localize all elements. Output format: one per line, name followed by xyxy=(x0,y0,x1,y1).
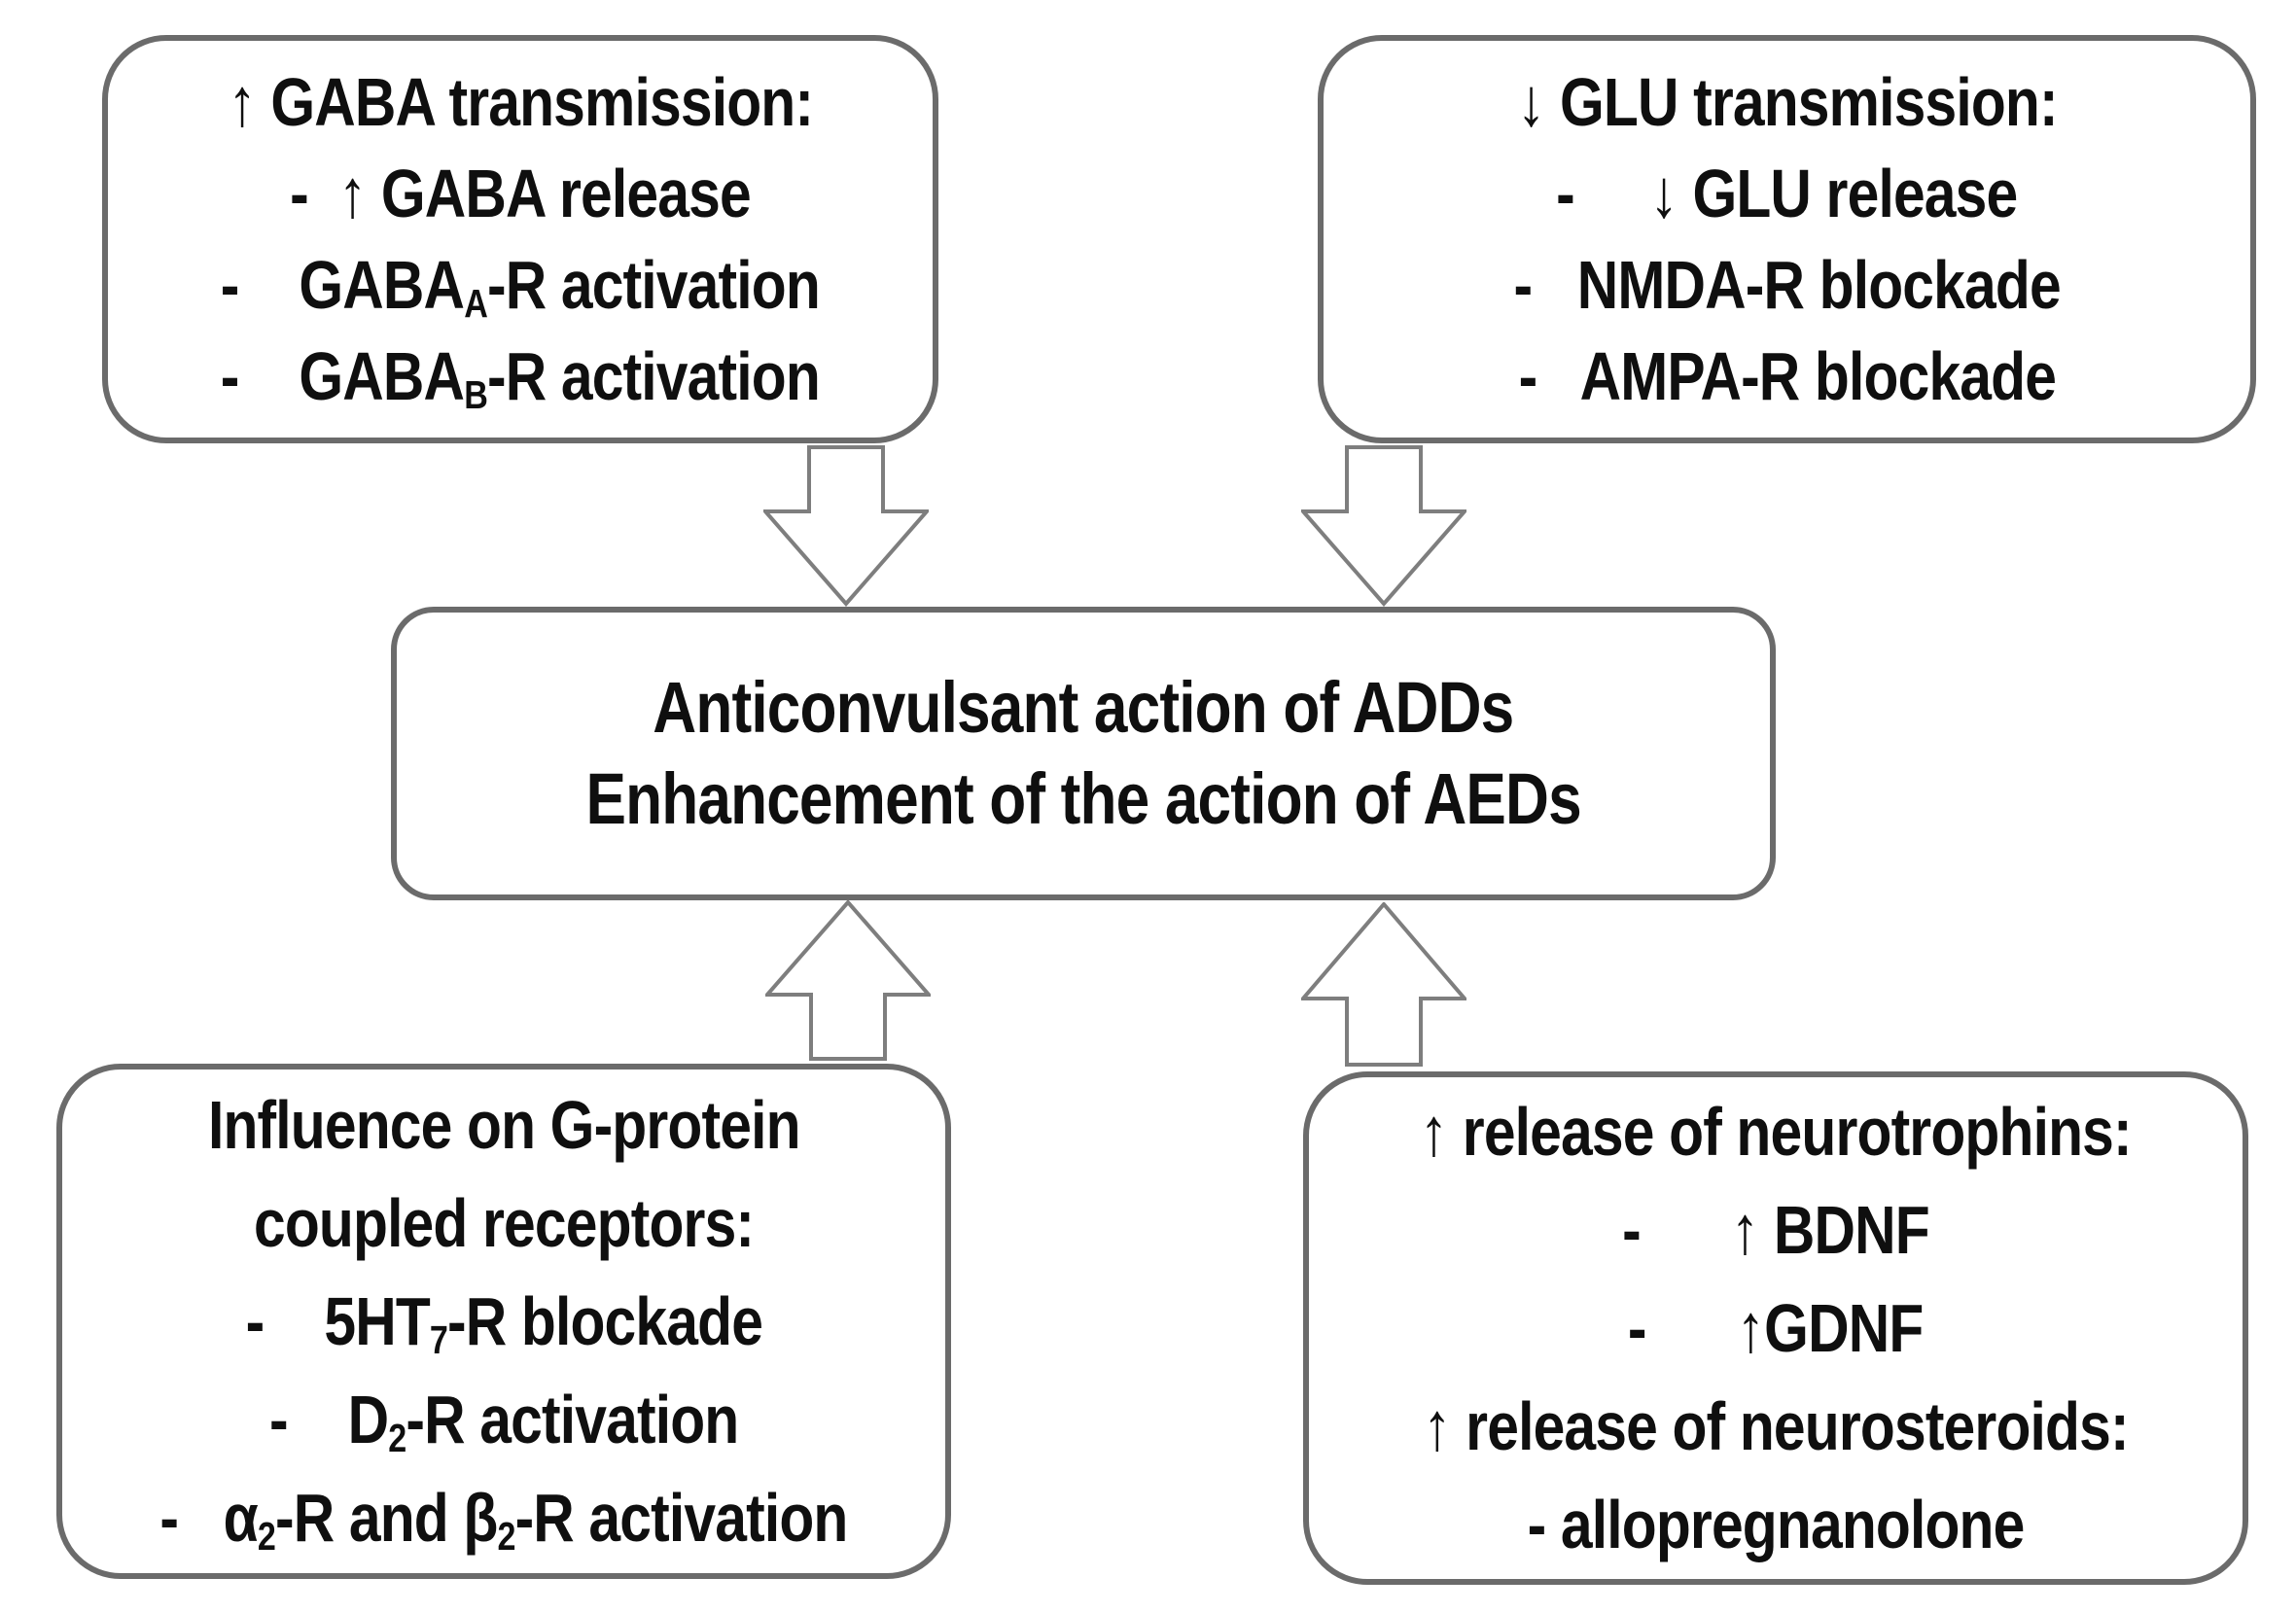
title-release-neurosteroids-text: ↑ release of neurosteroids: xyxy=(1423,1387,2129,1464)
gpcr-box-title-line-2: coupled receptors: xyxy=(62,1175,945,1273)
arrow-down-glu-to-center-icon xyxy=(1301,445,1466,607)
item-nmda-blockade-text: - NMDA-R blockade xyxy=(1513,247,2061,323)
neurotrophins-neurosteroids-box: ↑ release of neurotrophins: - ↑ BDNF - ↑… xyxy=(1303,1071,2248,1585)
item-5ht7-blockade-text: - 5HT7-R blockade xyxy=(245,1282,762,1362)
item-alpha2-beta2-activation: - α2-R and β2-R activation xyxy=(62,1469,945,1567)
item-gabaa-activation-text: - GABAA-R activation xyxy=(220,247,821,326)
item-d2-activation: - D2-R activation xyxy=(62,1371,945,1469)
gaba-transmission-box: ↑ GABA transmission: - ↑ GABA release - … xyxy=(102,35,938,443)
item-allopregnanolone-text: - allopregnanolone xyxy=(1527,1486,2026,1562)
item-bdnf-text: - ↑ BDNF xyxy=(1622,1191,1930,1268)
line-enhancement-aeds: Enhancement of the action of AEDs xyxy=(397,754,1770,845)
item-gabab-activation: - GABAB-R activation xyxy=(108,331,933,422)
item-ampa-blockade: - AMPA-R blockade xyxy=(1324,331,2250,422)
glu-transmission-box: ↓ GLU transmission: - ↓ GLU release - NM… xyxy=(1318,35,2256,443)
item-gdnf-text: - ↑GDNF xyxy=(1628,1289,1924,1366)
glu-box-title-text: ↓ GLU transmission: xyxy=(1516,64,2059,140)
item-d2-activation-text: - D2-R activation xyxy=(268,1381,739,1460)
item-gabaa-activation: - GABAA-R activation xyxy=(108,239,933,331)
gpcr-box-title-line-1: Influence on G-protein xyxy=(62,1076,945,1175)
title-release-neurotrophins-text: ↑ release of neurotrophins: xyxy=(1419,1093,2133,1170)
arrow-up-neuro-to-center-icon xyxy=(1301,902,1466,1067)
line-enhancement-aeds-text: Enhancement of the action of AEDs xyxy=(585,758,1581,839)
block-arrow-down-shape xyxy=(1301,445,1466,607)
item-glu-release-text: - ↓ GLU release xyxy=(1556,156,2018,231)
gpcr-box-title-line-2-text: coupled receptors: xyxy=(253,1184,755,1261)
line-anticonvulsant-action-text: Anticonvulsant action of ADDs xyxy=(653,667,1514,748)
block-arrow-up-shape xyxy=(765,900,931,1061)
gpcr-box-title-line-1-text: Influence on G-protein xyxy=(207,1086,801,1163)
gaba-box-title: ↑ GABA transmission: xyxy=(108,56,933,148)
central-outcome-box: Anticonvulsant action of ADDs Enhancemen… xyxy=(391,607,1776,900)
item-glu-release: - ↓ GLU release xyxy=(1324,148,2250,239)
gaba-box-title-text: ↑ GABA transmission: xyxy=(228,64,814,140)
item-5ht7-blockade: - 5HT7-R blockade xyxy=(62,1273,945,1371)
item-gabab-activation-text: - GABAB-R activation xyxy=(220,338,821,417)
title-release-neurosteroids: ↑ release of neurosteroids: xyxy=(1309,1378,2243,1476)
item-nmda-blockade: - NMDA-R blockade xyxy=(1324,239,2250,331)
block-arrow-up-shape xyxy=(1301,902,1466,1067)
item-gaba-release: - ↑ GABA release xyxy=(108,148,933,239)
title-release-neurotrophins: ↑ release of neurotrophins: xyxy=(1309,1083,2243,1181)
gpcr-influence-box: Influence on G-protein coupled receptors… xyxy=(56,1064,951,1579)
item-gdnf: - ↑GDNF xyxy=(1309,1280,2243,1378)
arrow-down-gaba-to-center-icon xyxy=(763,445,929,607)
item-bdnf: - ↑ BDNF xyxy=(1309,1181,2243,1280)
item-gaba-release-text: - ↑ GABA release xyxy=(290,156,752,231)
line-anticonvulsant-action: Anticonvulsant action of ADDs xyxy=(397,662,1770,754)
arrow-up-gpcr-to-center-icon xyxy=(765,900,931,1061)
glu-box-title: ↓ GLU transmission: xyxy=(1324,56,2250,148)
item-ampa-blockade-text: - AMPA-R blockade xyxy=(1518,338,2056,414)
block-arrow-down-shape xyxy=(763,445,929,607)
item-alpha2-beta2-activation-text: - α2-R and β2-R activation xyxy=(159,1479,848,1559)
item-allopregnanolone: - allopregnanolone xyxy=(1309,1476,2243,1574)
